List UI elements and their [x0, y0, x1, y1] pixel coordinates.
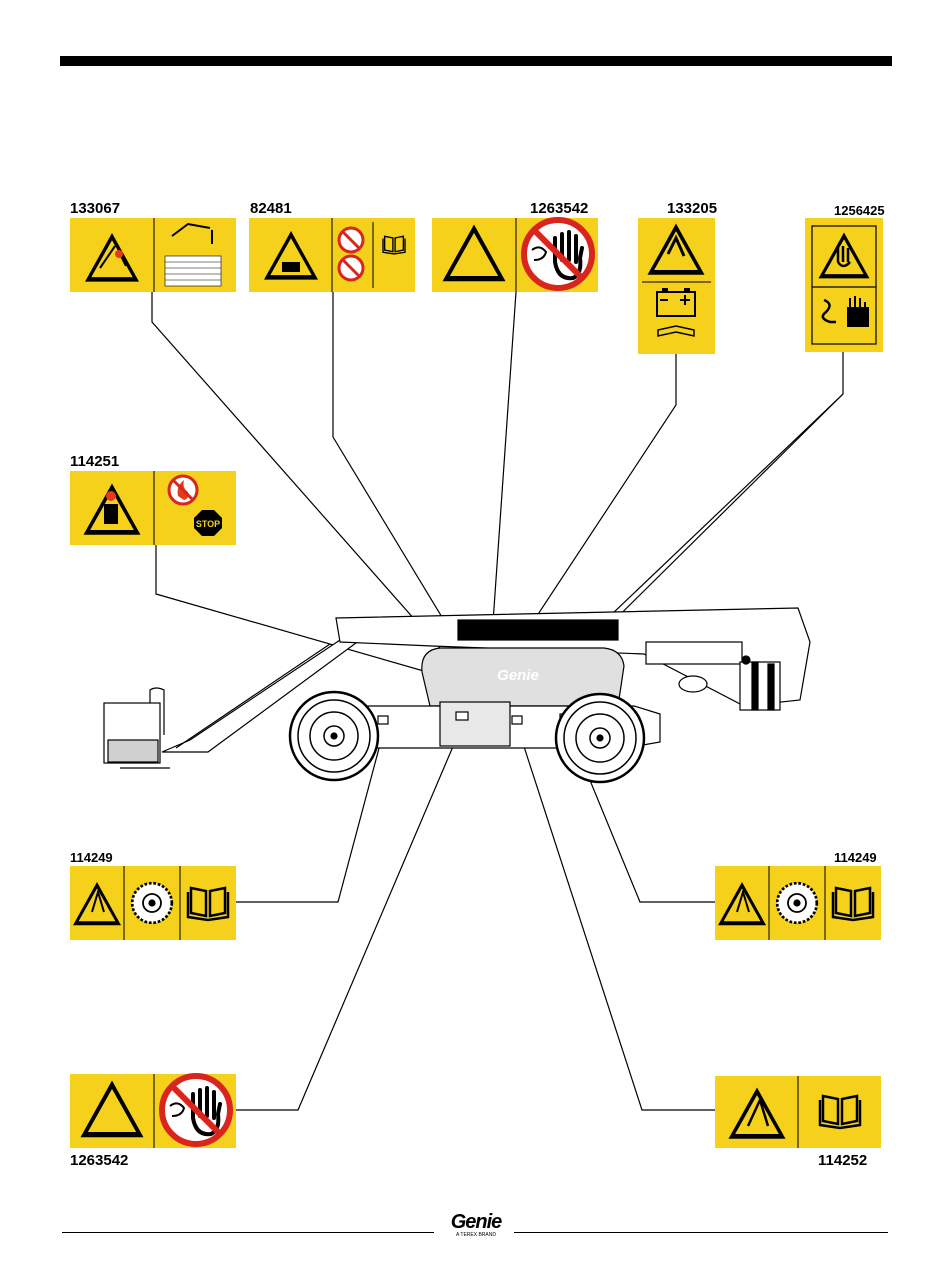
footer-logo: Genie A TEREX BRAND: [438, 1212, 514, 1238]
tire-icon: [777, 883, 817, 923]
machine-brand-text: Genie: [497, 667, 539, 684]
decal-114251: STOP: [70, 471, 236, 545]
footer-tagline: A TEREX BRAND: [438, 1232, 514, 1238]
footer-rule-right: [514, 1232, 888, 1233]
wheel-left: [290, 692, 378, 780]
decal-number-114251: 114251: [70, 454, 119, 470]
tire-icon: [132, 883, 172, 923]
decal-number-1263542-bottom: 1263542: [70, 1153, 128, 1169]
footer-brand: Genie: [438, 1212, 514, 1232]
no-hand-icon: [162, 1076, 230, 1144]
decal-number-1263542-top: 1263542: [530, 201, 588, 217]
decal-number-1256425: 1256425: [834, 203, 885, 219]
decal-number-133067: 133067: [70, 201, 120, 217]
svg-text:STOP: STOP: [196, 519, 220, 529]
decal-number-133205: 133205: [667, 201, 717, 217]
decal-114249-left: [70, 866, 236, 940]
decal-114252: [715, 1076, 881, 1148]
decal-1263542-top: [432, 218, 598, 292]
machine-drawing: Genie: [104, 608, 810, 782]
footer-rule-left: [62, 1232, 434, 1233]
decal-number-114252: 114252: [818, 1153, 867, 1169]
decal-1263542-bottom: [70, 1074, 236, 1148]
decal-82481: [249, 218, 415, 292]
decal-133067: [70, 218, 236, 292]
decal-number-114249-left: 114249: [70, 850, 113, 866]
wheel-right: [556, 694, 644, 782]
decal-number-114249-right: 114249: [834, 850, 877, 866]
decal-1256425: [805, 218, 883, 352]
no-hand-icon: [524, 220, 592, 288]
decal-114249-right: [715, 866, 881, 940]
decal-number-82481: 82481: [250, 201, 292, 217]
decal-133205: [638, 218, 715, 354]
